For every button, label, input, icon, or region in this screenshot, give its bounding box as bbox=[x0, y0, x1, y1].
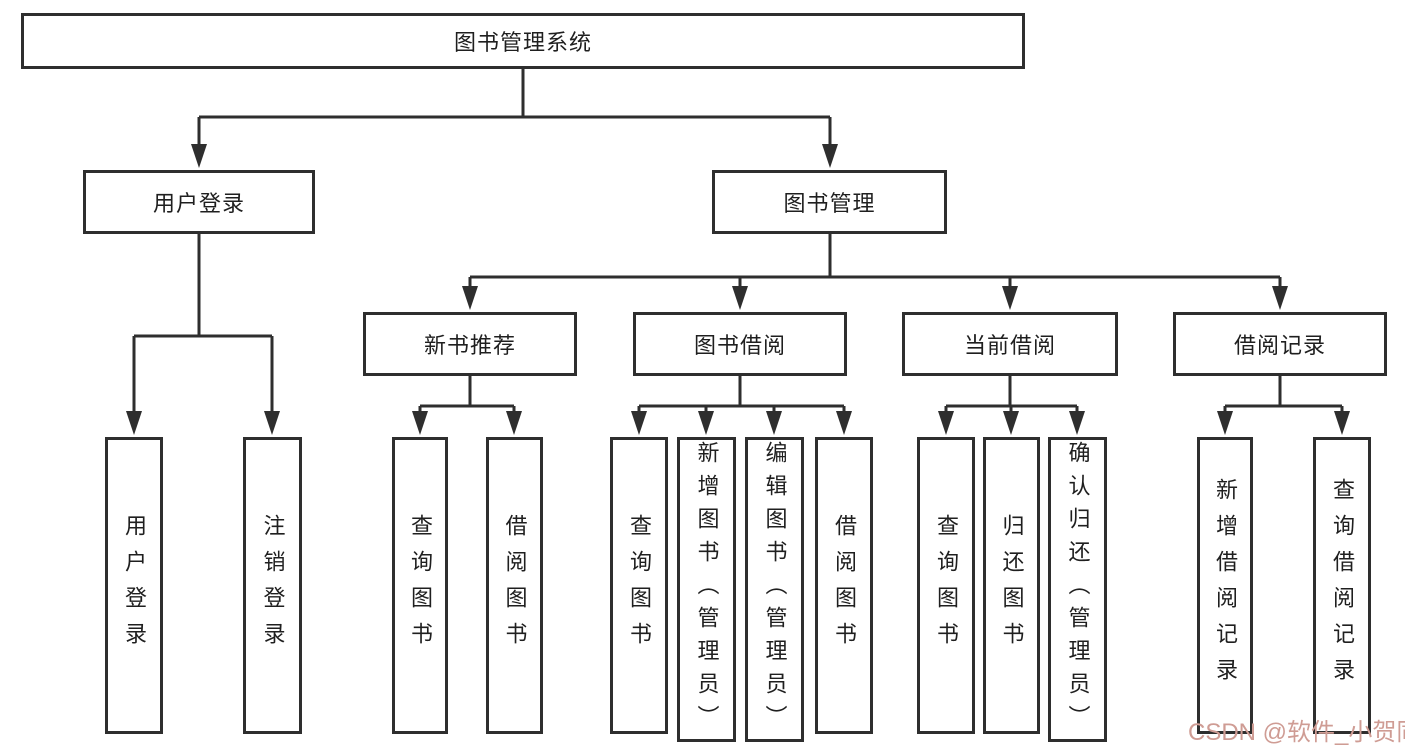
leaf-query-books-recommend: 查询图书 bbox=[392, 437, 448, 734]
arrowhead bbox=[506, 411, 522, 435]
arrowhead bbox=[1069, 411, 1085, 435]
connector-bookmgmt-to-level3 bbox=[468, 234, 1282, 290]
node-user-login-label: 用户登录 bbox=[152, 191, 245, 216]
arrowhead bbox=[1217, 411, 1233, 435]
leaf-return-books-label: 归还图书 bbox=[999, 513, 1025, 658]
arrowhead bbox=[732, 286, 748, 310]
leaf-logout-label: 注销登录 bbox=[260, 513, 286, 658]
csdn-watermark: CSDN @软件_小贺同学 bbox=[1188, 719, 1405, 746]
leaf-query-borrow-record-label: 查询借阅记录 bbox=[1330, 477, 1355, 694]
leaf-user-login-label: 用户登录 bbox=[122, 513, 147, 658]
arrowhead bbox=[264, 411, 280, 435]
leaf-add-books-admin: 新增图书（管理员） bbox=[677, 437, 736, 742]
leaf-borrow-books-borrowing-label: 借阅图书 bbox=[832, 513, 857, 658]
arrowhead bbox=[191, 144, 207, 168]
node-current-borrowing: 当前借阅 bbox=[902, 312, 1118, 376]
node-book-borrowing-label: 图书借阅 bbox=[693, 333, 786, 358]
connector-bookborrow-to-leaves bbox=[637, 376, 846, 413]
arrowhead bbox=[412, 411, 428, 435]
leaf-add-books-admin-label: 新增图书（管理员） bbox=[694, 441, 720, 738]
node-borrowing-records-label: 借阅记录 bbox=[1233, 333, 1326, 358]
leaf-user-login: 用户登录 bbox=[105, 437, 163, 734]
arrowhead bbox=[462, 286, 478, 310]
connector-newbook-to-leaves bbox=[418, 376, 516, 413]
node-book-borrowing: 图书借阅 bbox=[633, 312, 847, 376]
leaf-return-books: 归还图书 bbox=[983, 437, 1040, 734]
leaf-borrow-books-borrowing: 借阅图书 bbox=[815, 437, 873, 734]
leaf-query-books-borrowing-label: 查询图书 bbox=[627, 513, 652, 658]
arrowhead bbox=[1334, 411, 1350, 435]
connector-borrowrecords-to-leaves bbox=[1223, 376, 1344, 413]
leaf-query-books-current-label: 查询图书 bbox=[934, 513, 959, 658]
arrowhead bbox=[1272, 286, 1288, 310]
leaf-query-books-borrowing: 查询图书 bbox=[610, 437, 668, 734]
leaf-query-books-recommend-label: 查询图书 bbox=[408, 513, 433, 658]
leaf-confirm-return-admin: 确认归还（管理员） bbox=[1048, 437, 1107, 742]
leaf-add-borrow-record: 新增借阅记录 bbox=[1197, 437, 1253, 734]
connector-root-to-level2 bbox=[197, 68, 832, 148]
node-book-management: 图书管理 bbox=[712, 170, 947, 234]
arrowhead bbox=[938, 411, 954, 435]
leaf-query-books-current: 查询图书 bbox=[917, 437, 975, 734]
node-current-borrowing-label: 当前借阅 bbox=[963, 333, 1056, 358]
arrowhead bbox=[822, 144, 838, 168]
node-borrowing-records: 借阅记录 bbox=[1173, 312, 1387, 376]
node-book-management-label: 图书管理 bbox=[783, 191, 876, 216]
arrowhead bbox=[836, 411, 852, 435]
leaf-edit-books-admin: 编辑图书（管理员） bbox=[745, 437, 804, 742]
node-new-book-recommendation: 新书推荐 bbox=[363, 312, 577, 376]
node-root-label: 图书管理系统 bbox=[453, 30, 592, 55]
leaf-logout: 注销登录 bbox=[243, 437, 302, 734]
leaf-edit-books-admin-label: 编辑图书（管理员） bbox=[762, 441, 788, 738]
leaf-query-borrow-record: 查询借阅记录 bbox=[1313, 437, 1371, 734]
leaf-borrow-books-recommend: 借阅图书 bbox=[486, 437, 543, 734]
arrowhead bbox=[631, 411, 647, 435]
connector-userlogin-to-leaves bbox=[132, 234, 274, 413]
node-new-book-recommendation-label: 新书推荐 bbox=[423, 333, 516, 358]
arrowhead bbox=[698, 411, 714, 435]
leaf-confirm-return-admin-label: 确认归还（管理员） bbox=[1065, 441, 1091, 738]
arrowhead bbox=[1003, 411, 1019, 435]
leaf-add-borrow-record-label: 新增借阅记录 bbox=[1213, 477, 1238, 694]
arrowhead bbox=[766, 411, 782, 435]
connector-currentborrow-to-leaves bbox=[944, 376, 1079, 413]
arrowhead bbox=[126, 411, 142, 435]
leaf-borrow-books-recommend-label: 借阅图书 bbox=[502, 513, 528, 658]
arrowhead bbox=[1002, 286, 1018, 310]
node-root: 图书管理系统 bbox=[21, 13, 1025, 69]
node-user-login: 用户登录 bbox=[83, 170, 315, 234]
